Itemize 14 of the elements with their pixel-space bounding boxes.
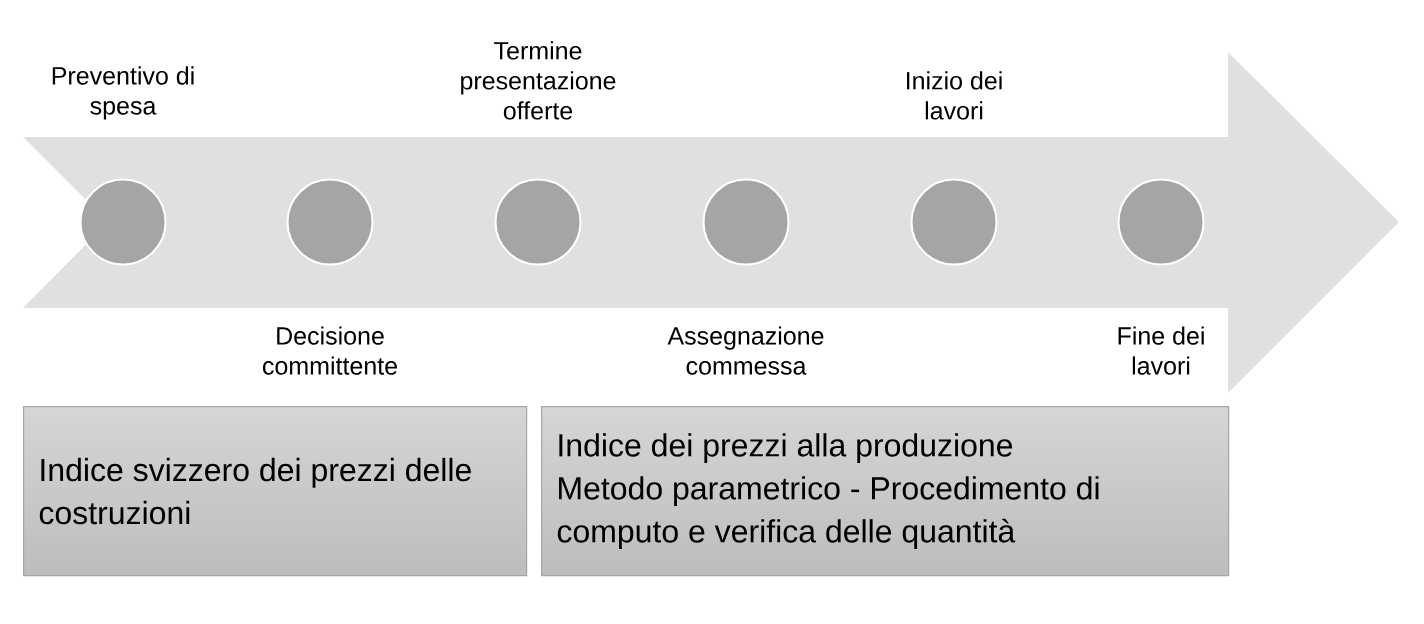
milestone-circle [494,178,582,266]
milestone-circle [79,178,167,266]
milestone-label: Preventivo di spesa [52,66,194,120]
milestone-circle [286,178,374,266]
milestone-label: Assegnazione commessa [667,326,824,375]
milestone-label: Termine presentazione offerte [461,41,616,120]
text-box: Indice dei prezzi alla produzione Metodo parametrico - Procedimento di computo e verifica delle quantità [541,406,1230,577]
milestone-label: Fine dei lavori [1118,326,1204,375]
milestone-label: Decisione committente [263,326,397,375]
milestone-circle [702,178,790,266]
milestone-circle [910,178,998,266]
milestone-circle [1117,178,1205,266]
text-box: Indice svizzero dei prezzi delle costruzioni [23,406,528,577]
milestone-label: Inizio dei lavori [907,71,1002,120]
